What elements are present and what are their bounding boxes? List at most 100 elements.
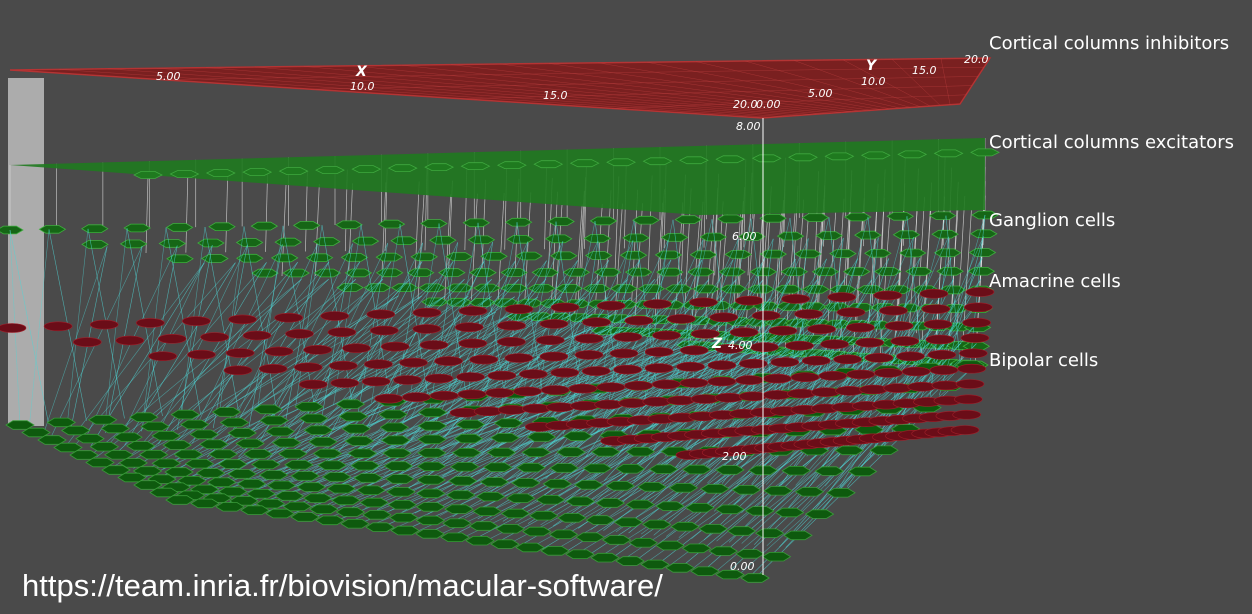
amacrine-cell [223,365,253,376]
inhibitor-grid-line [401,64,842,113]
connection-line [141,262,298,445]
amacrine-cell [582,317,611,328]
ganglion-cell [250,221,279,231]
amacrine-cell [919,288,949,299]
bipolar-cell [415,502,446,512]
y-tick-label: 5.00 [808,87,833,100]
z-tick-label: 6.00 [732,230,757,243]
source-url[interactable]: https://team.inria.fr/biovision/macular-… [22,568,663,603]
excitator-cell [715,155,746,164]
inhibitor-grid-line [959,57,991,105]
amacrine-cell [298,379,328,390]
bipolar-cell [302,493,333,503]
connection-line [222,279,438,458]
amacrine-cell [750,342,779,353]
bipolar-cell [100,423,131,434]
connection-line [67,228,89,423]
bipolar-cell [321,472,352,482]
bipolar-cell [89,441,120,452]
amacrine-cell [785,340,814,351]
ganglion-cell [582,284,611,293]
amacrine-cell [596,300,626,311]
inhibitor-grid-line [761,103,961,119]
amacrine-cell [707,360,737,371]
ganglion-cell [197,238,225,248]
amacrine-cells-layer [0,287,995,460]
ganglion-cell [390,236,418,246]
ganglion-cell [738,232,766,241]
excitator-cell [569,159,600,168]
amacrine-cell [811,387,840,398]
bipolar-cell [255,498,286,509]
amacrine-cell [399,357,428,368]
bipolar-cell [590,552,620,563]
bipolar-cell [475,491,506,502]
x-tick-label: 10.0 [350,80,375,93]
amacrine-cell [454,322,484,333]
ganglion-cell [420,219,448,228]
bipolar-cell [390,525,420,536]
connection-line [485,222,518,396]
inhibitor-grid-line [160,66,985,80]
excitator-cell [970,148,1000,157]
ganglion-cell [340,253,369,262]
connection-line [589,239,669,412]
connection-line [438,223,467,397]
amacrine-cell [642,299,672,309]
connection-line [343,260,485,440]
connection-line [185,173,189,253]
ganglion-cell [166,254,194,264]
bipolar-cell [535,494,566,505]
bipolar-cell [495,524,525,534]
ganglion-cell [593,267,622,277]
ganglion-cell [811,267,840,277]
connection-line [427,260,516,438]
amacrine-cell [855,337,885,348]
bipolar-cell [386,487,416,497]
amacrine-cell [624,380,653,391]
bipolar-cell [814,466,845,476]
excitator-cell [205,169,236,177]
amacrine-cell [330,378,360,388]
bipolar-cell [500,508,531,519]
connection-line [304,314,631,489]
connection-line [194,244,283,429]
bipolar-cell [774,507,805,518]
bipolar-cell [359,497,389,508]
ganglion-cell [898,248,927,258]
bipolar-cell [735,549,765,559]
bipolar-cell [344,436,375,446]
ganglion-cell [201,254,229,263]
bipolar-cell [382,448,412,458]
connection-line [148,295,446,470]
ganglion-cell [504,217,533,227]
inhibitor-grid-line [352,65,832,114]
amacrine-cell [618,398,648,408]
bipolar-cell [195,468,226,478]
amacrine-cell [676,361,705,372]
ganglion-cell [251,268,279,278]
bipolar-cell [284,460,314,470]
bipolar-cell [698,524,728,534]
amacrine-cell [497,336,526,347]
amacrine-cell [818,370,848,381]
inhibitor-grid-line [107,68,782,117]
ganglion-cell [664,284,693,294]
bipolar-cell [218,486,248,497]
amacrine-cell [931,380,961,391]
amacrine-cell [735,375,764,385]
bipolar-cell [528,510,559,521]
ganglion-cell [928,211,957,220]
bipolar-cell [378,409,408,420]
amacrine-cell [412,307,442,318]
bipolar-cell [227,428,257,438]
bipolar-cell [715,465,745,475]
ganglion-cell [547,217,575,226]
bipolar-cell [282,501,312,512]
excitator-cell [533,160,564,169]
bipolar-cell [235,438,265,449]
inhibitor-grid-line [548,63,871,111]
ganglion-cell [81,240,109,249]
amacrine-cell [497,405,527,415]
